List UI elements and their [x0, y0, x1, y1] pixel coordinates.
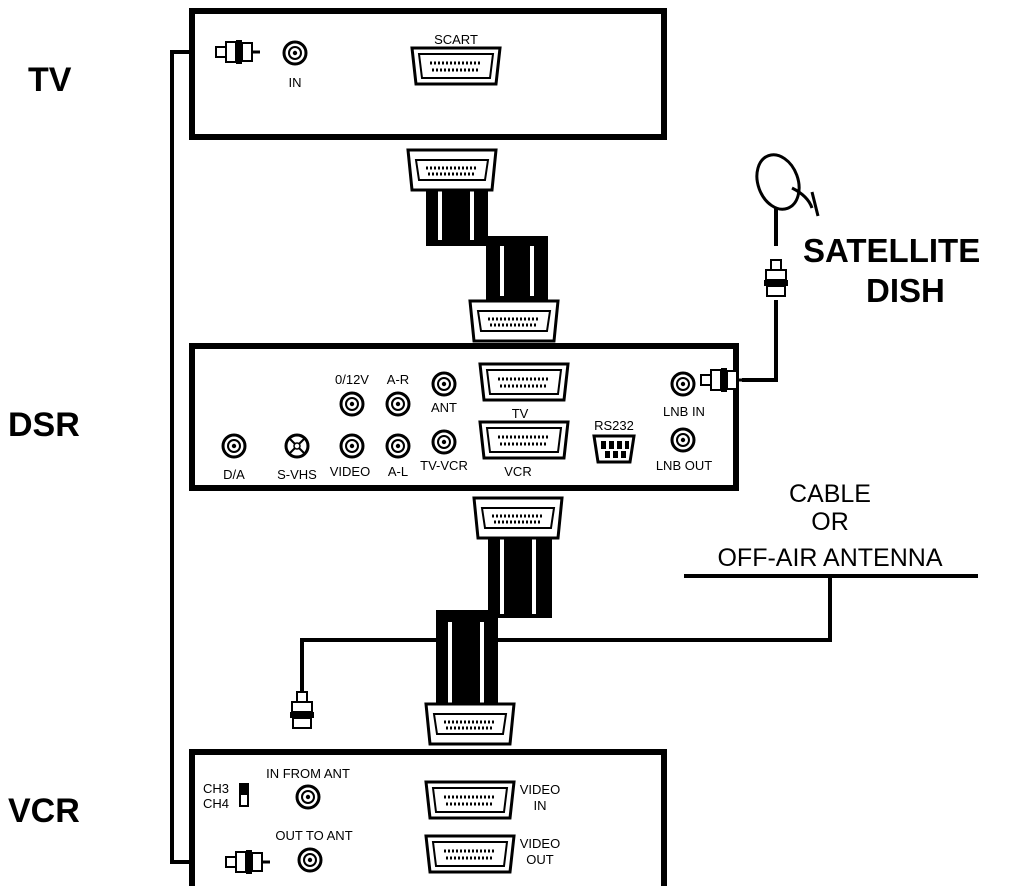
dsr-ant-jack [431, 371, 457, 397]
dsr-video-label: VIDEO [330, 464, 370, 479]
scart-plug-vcr-side [424, 702, 516, 746]
dsr-vcr-label: VCR [504, 464, 531, 479]
label-dsr: DSR [8, 406, 80, 444]
dsr-video-jack [339, 433, 365, 459]
dsr-tvvcr-label: TV-VCR [420, 458, 468, 473]
dsr-svhs-label: S-VHS [277, 467, 317, 482]
dsr-tvvcr-jack [431, 429, 457, 455]
label-vcr: VCR [8, 792, 80, 830]
dsr-ar-label: A-R [387, 372, 409, 387]
dsr-012v-jack [339, 391, 365, 417]
cable-label-1: CABLE [789, 480, 871, 508]
antenna-cable [300, 578, 832, 692]
dsr-rs232-label: RS232 [594, 418, 634, 433]
tv-in-label: IN [289, 75, 302, 90]
dsr-da-label: D/A [223, 467, 245, 482]
dsr-tv-scart [478, 362, 570, 402]
dsr-tv-label: TV [512, 406, 529, 421]
dsr-ant-label: ANT [431, 400, 457, 415]
vcr-in-from-ant-label: IN FROM ANT [266, 766, 350, 781]
dsr-ar-jack [385, 391, 411, 417]
scart-plug-bottom [468, 299, 560, 343]
satellite-dish [755, 153, 820, 297]
scart-cable-tv-dsr [406, 148, 560, 343]
rs232-port-icon [592, 434, 636, 464]
dsr-lnb-out-label: LNB OUT [656, 458, 712, 473]
tv-scart-socket [410, 46, 502, 86]
vcr-video-out-scart [424, 834, 516, 874]
satellite-label-2: DISH [866, 272, 945, 309]
scart-plug-top [406, 148, 498, 192]
label-tv: TV [28, 61, 72, 99]
cable-label-3: OFF-AIR ANTENNA [717, 544, 942, 572]
cable-label-2: OR [811, 508, 849, 536]
antenna-f-plug [289, 691, 315, 729]
vcr-ch4-label: CH4 [203, 796, 229, 811]
satellite-label-1: SATELLITE [803, 232, 980, 269]
dsr-vcr-scart [478, 420, 570, 460]
vcr-video-in-scart [424, 780, 516, 820]
dsr-panel-outline [189, 343, 739, 491]
dsr-012v-label: 0/12V [335, 372, 369, 387]
tv-panel: IN SCART [189, 8, 667, 140]
dsr-al-jack [385, 433, 411, 459]
tv-scart-label: SCART [434, 32, 478, 47]
vcr-in-from-ant-jack [295, 784, 321, 810]
dsr-lnb-in-label: LNB IN [663, 404, 705, 419]
dish-f-plug [763, 259, 789, 297]
dsr-panel: 0/12V A-R ANT TV LNB IN D/A S-VHS VIDEO … [189, 343, 747, 491]
channel-switch[interactable] [239, 783, 249, 807]
vcr-panel: CH3 CH4 IN FROM ANT OUT TO ANT VIDEO IN … [189, 749, 667, 886]
dsr-lnb-in-jack [670, 371, 696, 397]
vcr-out-to-ant-jack [297, 847, 323, 873]
dish-cable [742, 300, 778, 382]
vcr-video-out-label-1: VIDEO [520, 836, 560, 851]
vcr-video-in-label-2: IN [534, 798, 547, 813]
tv-in-jack [282, 40, 308, 66]
scart-plug-dsr-side [472, 496, 564, 540]
vcr-video-out-label-2: OUT [526, 852, 554, 867]
svhs-socket-icon [284, 433, 310, 459]
vcr-ch3-label: CH3 [203, 781, 229, 796]
scart-cable-dsr-vcr [424, 496, 564, 746]
dsr-lnb-out-jack [670, 427, 696, 453]
vcr-video-in-label-1: VIDEO [520, 782, 560, 797]
dsr-al-label: A-L [388, 464, 408, 479]
vcr-out-to-ant-label: OUT TO ANT [275, 828, 352, 843]
dsr-da-jack [221, 433, 247, 459]
